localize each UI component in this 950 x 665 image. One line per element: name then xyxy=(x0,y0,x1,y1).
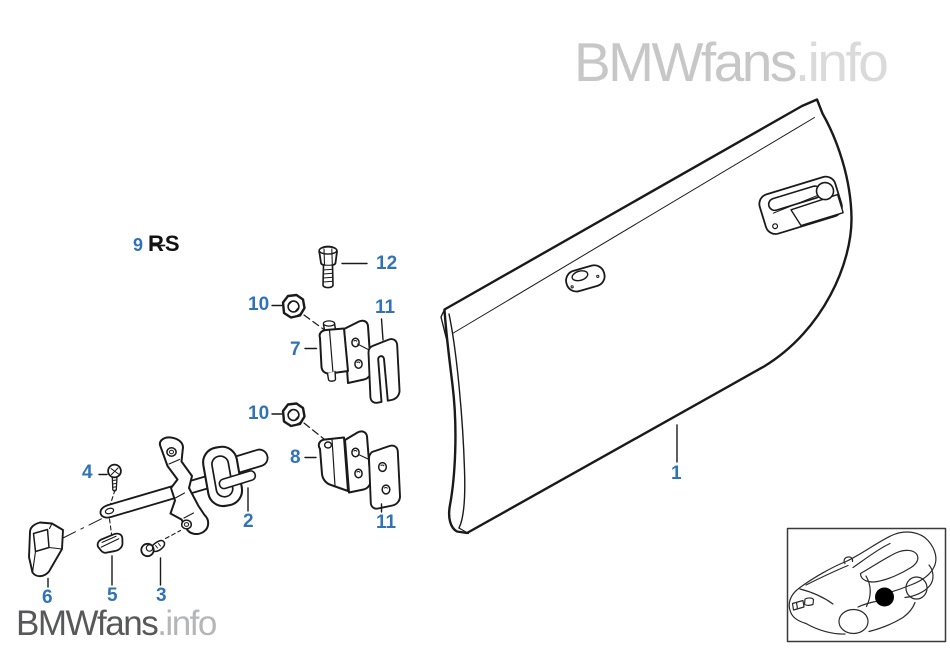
backing-plate-upper xyxy=(367,338,401,404)
screw-axis-line xyxy=(108,489,116,535)
door-edge-inner-line xyxy=(448,313,466,529)
part-label-12-bolt[interactable]: 12 xyxy=(376,253,398,274)
door-check-assembly xyxy=(28,436,269,578)
mirror-base-pad xyxy=(565,264,606,293)
screw-4 xyxy=(107,463,122,492)
part-label-2-check-strap[interactable]: 2 xyxy=(243,511,254,532)
check-bar xyxy=(218,470,257,490)
part-label-3-bolt[interactable]: 3 xyxy=(156,585,167,606)
bolt3-axis-line xyxy=(164,529,182,540)
check-strap-arm xyxy=(99,468,232,519)
part-label-5-clip[interactable]: 5 xyxy=(107,585,118,606)
door-handle xyxy=(758,175,844,235)
cover-axis-line xyxy=(62,517,104,539)
clip-5 xyxy=(96,532,124,554)
rs-note-code: RS xyxy=(148,231,181,256)
lower-hinge xyxy=(317,430,372,494)
site-logo-main: BMWfans xyxy=(16,604,159,643)
rs-note: 9 — RS xyxy=(133,233,181,255)
part-label-8-hinge-lower[interactable]: 8 xyxy=(290,447,301,468)
part-label-4-screw[interactable]: 4 xyxy=(82,462,93,483)
site-logo[interactable]: BMWfans.info xyxy=(16,604,217,644)
backing-plate-lower xyxy=(368,444,401,510)
hinge-bolt-12 xyxy=(318,245,338,289)
part-label-11-plate-upper[interactable]: 11 xyxy=(375,297,396,318)
watermark-top-main: BMWfans xyxy=(574,31,797,93)
assembly-axis-upper xyxy=(303,314,327,332)
watermark-top: BMWfans.info xyxy=(574,30,889,94)
door-panel-drawing xyxy=(440,98,853,535)
check-bracket xyxy=(158,436,210,536)
site-logo-suffix: .info xyxy=(157,604,217,643)
flange-nut-lower xyxy=(281,402,306,428)
part-label-10-nut-lower[interactable]: 10 xyxy=(248,403,270,424)
part-label-1-door[interactable]: 1 xyxy=(671,463,682,484)
watermark-top-suffix: .info xyxy=(794,31,889,93)
part-label-7-hinge-upper[interactable]: 7 xyxy=(290,339,301,360)
strap-slot xyxy=(104,507,115,515)
label-leader-lines xyxy=(47,244,678,588)
door-corner-flap xyxy=(440,308,448,340)
part-label-6-cover[interactable]: 6 xyxy=(42,587,53,608)
flange-nut-upper xyxy=(281,293,306,319)
cover-6 xyxy=(28,521,64,578)
door-position-marker xyxy=(875,587,894,607)
bolt-3 xyxy=(140,539,166,558)
rs-note-number[interactable]: 9 xyxy=(133,235,144,255)
part-label-10-nut-upper[interactable]: 10 xyxy=(248,294,270,315)
car-location-thumbnail xyxy=(786,527,947,643)
part-label-11-plate-lower[interactable]: 11 xyxy=(376,512,397,533)
assembly-axis-lower xyxy=(303,422,325,440)
door-crease-line xyxy=(452,117,815,334)
upper-hinge xyxy=(318,319,373,384)
